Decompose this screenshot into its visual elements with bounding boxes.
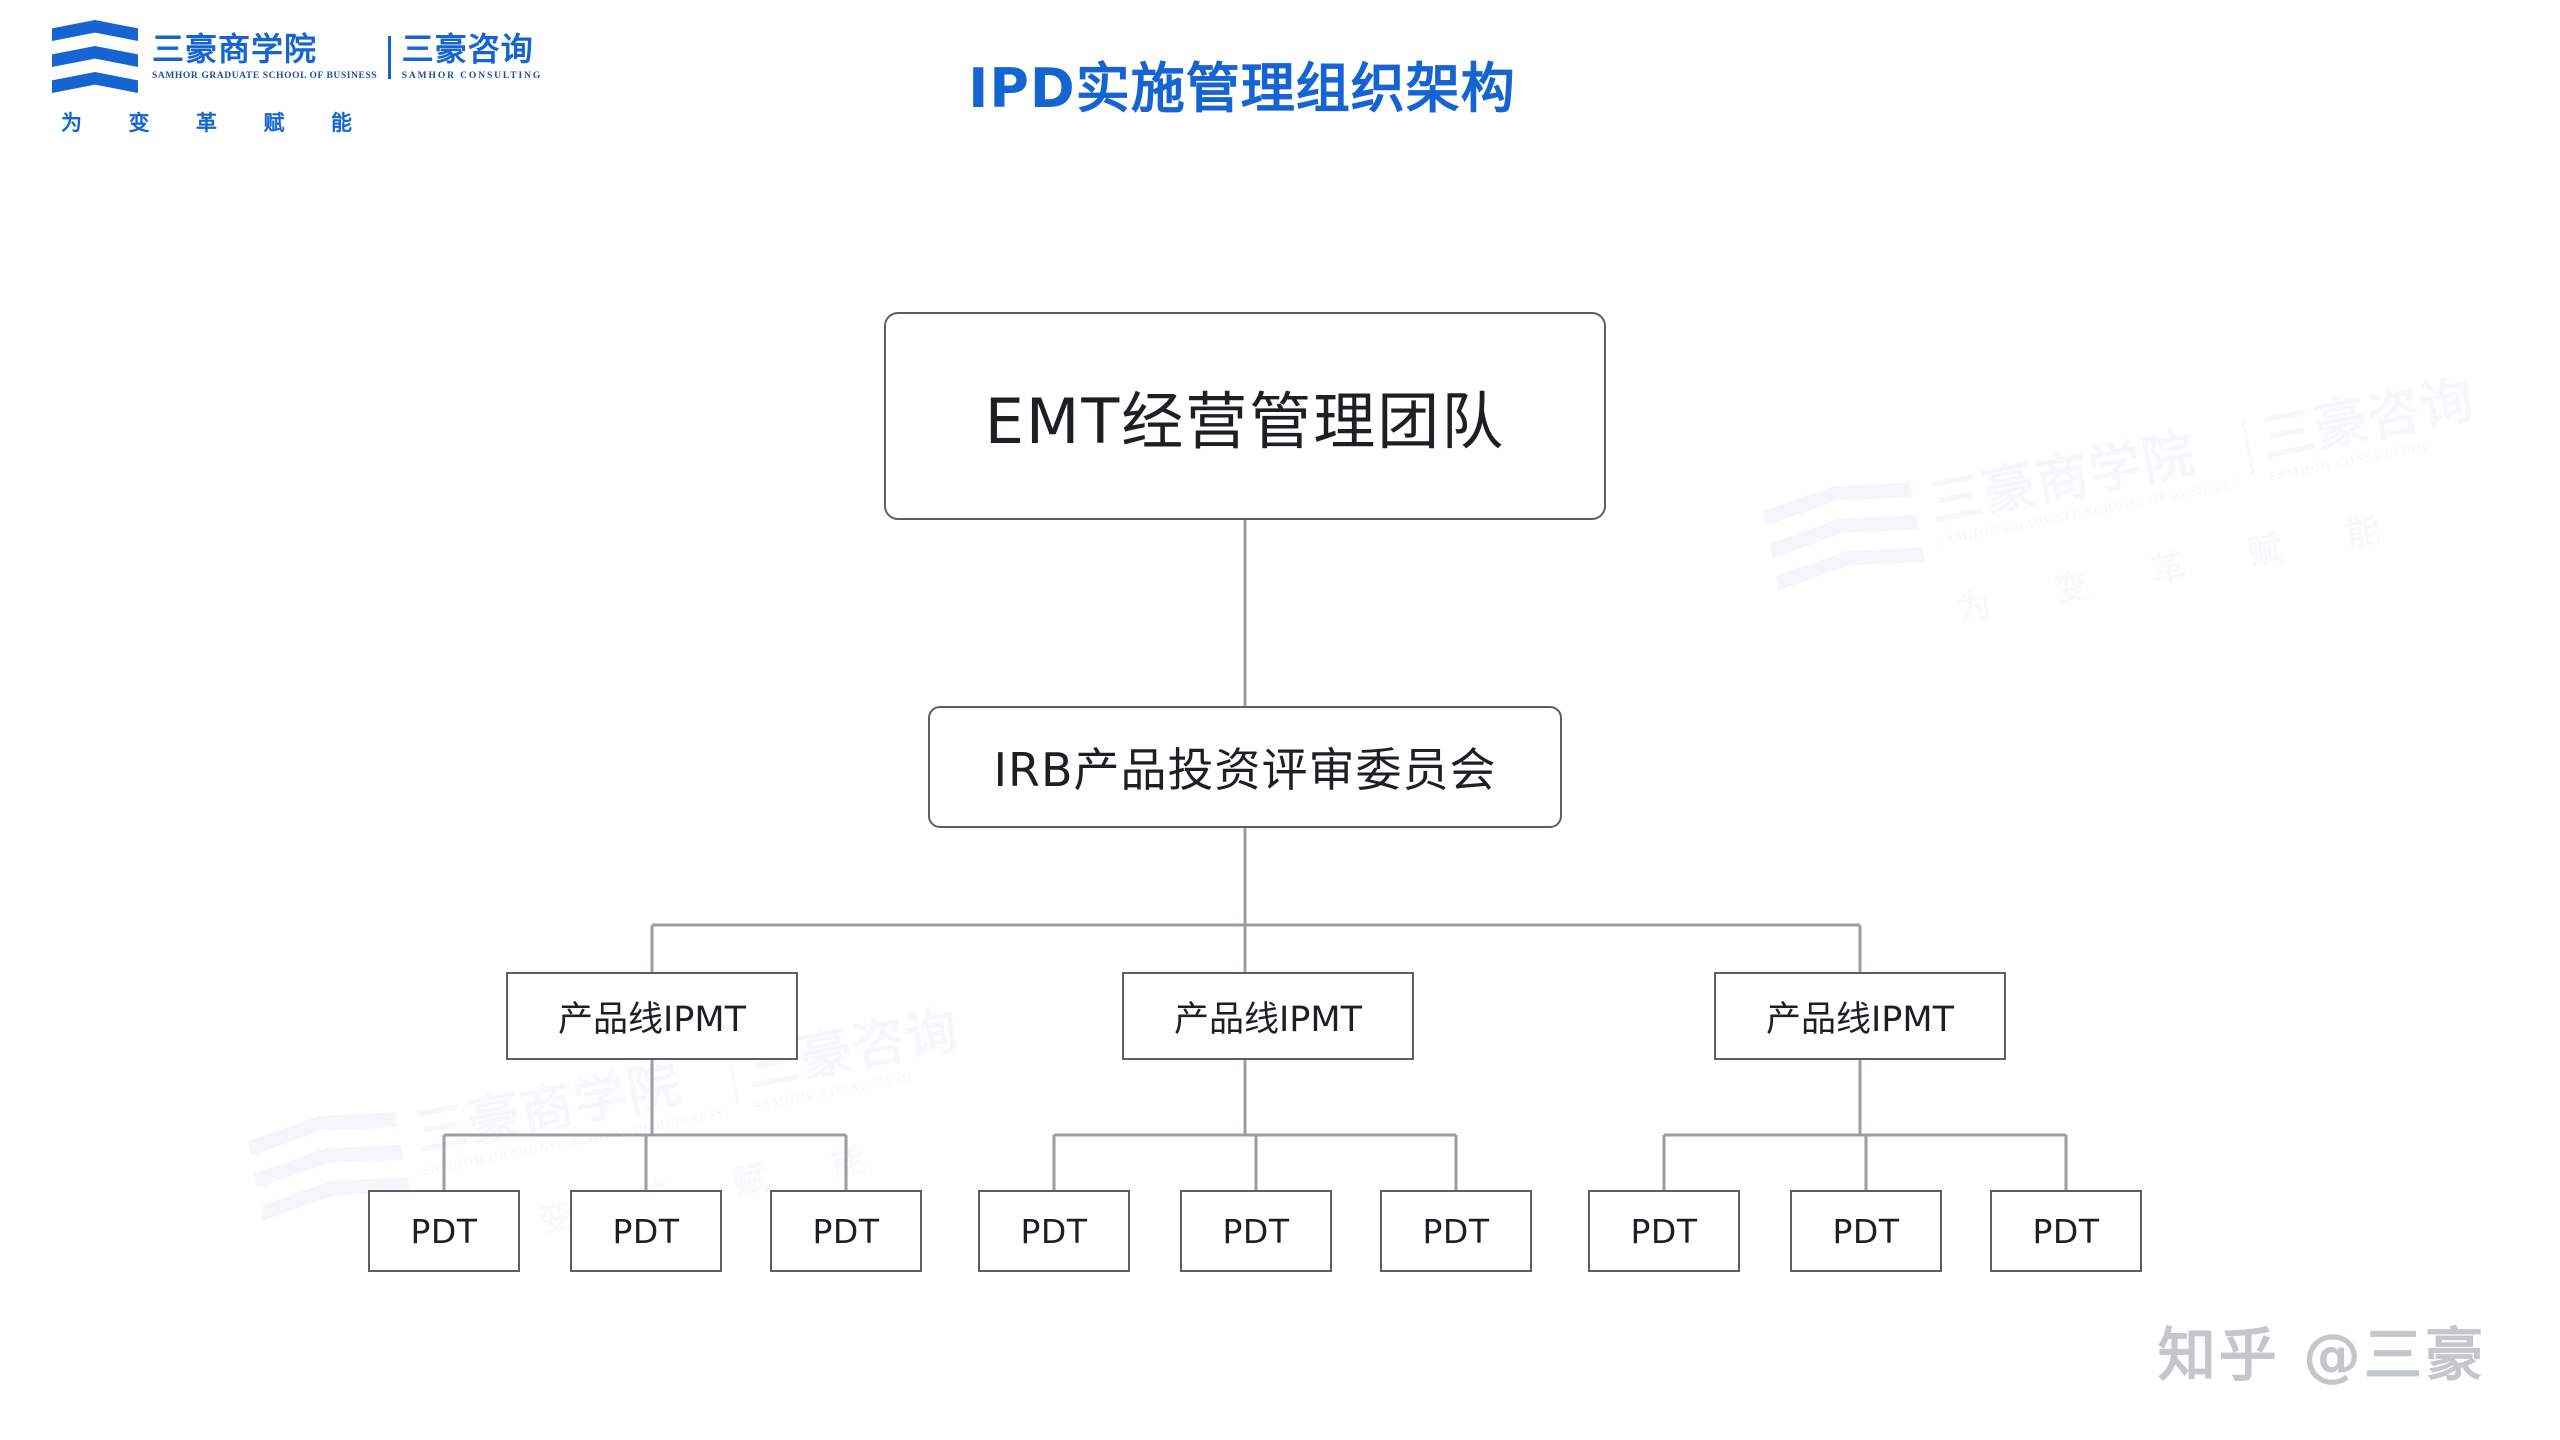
node-pdt-3[interactable]: PDT (770, 1190, 922, 1272)
node-ipmt-1[interactable]: 产品线IPMT (506, 972, 798, 1060)
logo-school-en: SAMHOR GRADUATE SCHOOL OF BUSINESS (152, 70, 378, 81)
node-pdt-6[interactable]: PDT (1380, 1190, 1532, 1272)
logo-tagline-char: 为 (61, 111, 82, 135)
node-pdt-1[interactable]: PDT (368, 1190, 520, 1272)
logo-tagline-char: 能 (331, 111, 352, 135)
node-emt[interactable]: EMT经营管理团队 (884, 312, 1606, 520)
brand-logo: 三豪商学院 SAMHOR GRADUATE SCHOOL OF BUSINESS… (52, 20, 542, 137)
logo-consulting: 三豪咨询 SAMHOR CONSULTING (402, 32, 542, 81)
node-ipmt-3[interactable]: 产品线IPMT (1714, 972, 2006, 1060)
node-irb[interactable]: IRB产品投资评审委员会 (928, 706, 1562, 828)
logo-tagline-char: 赋 (263, 111, 285, 135)
logo-consulting-en: SAMHOR CONSULTING (401, 70, 543, 81)
node-pdt-9[interactable]: PDT (1990, 1190, 2142, 1272)
logo-consulting-cn: 三豪咨询 (401, 30, 534, 69)
node-ipmt-2[interactable]: 产品线IPMT (1122, 972, 1414, 1060)
node-pdt-4[interactable]: PDT (978, 1190, 1130, 1272)
node-pdt-7[interactable]: PDT (1588, 1190, 1740, 1272)
logo-school-cn: 三豪商学院 (152, 30, 318, 69)
chevron-stack-icon (52, 20, 138, 93)
node-pdt-5[interactable]: PDT (1180, 1190, 1332, 1272)
zhihu-watermark: 知乎 @三豪 (2157, 1321, 2486, 1389)
logo-divider (388, 36, 391, 79)
logo-tagline-char: 变 (128, 111, 150, 135)
page-title: IPD实施管理组织架构 (968, 57, 1516, 120)
node-pdt-2[interactable]: PDT (570, 1190, 722, 1272)
node-pdt-8[interactable]: PDT (1790, 1190, 1942, 1272)
logo-school: 三豪商学院 SAMHOR GRADUATE SCHOOL OF BUSINESS (152, 32, 377, 81)
logo-tagline: 为 变 革 赋 能 (61, 107, 352, 137)
logo-tagline-char: 革 (196, 111, 217, 135)
